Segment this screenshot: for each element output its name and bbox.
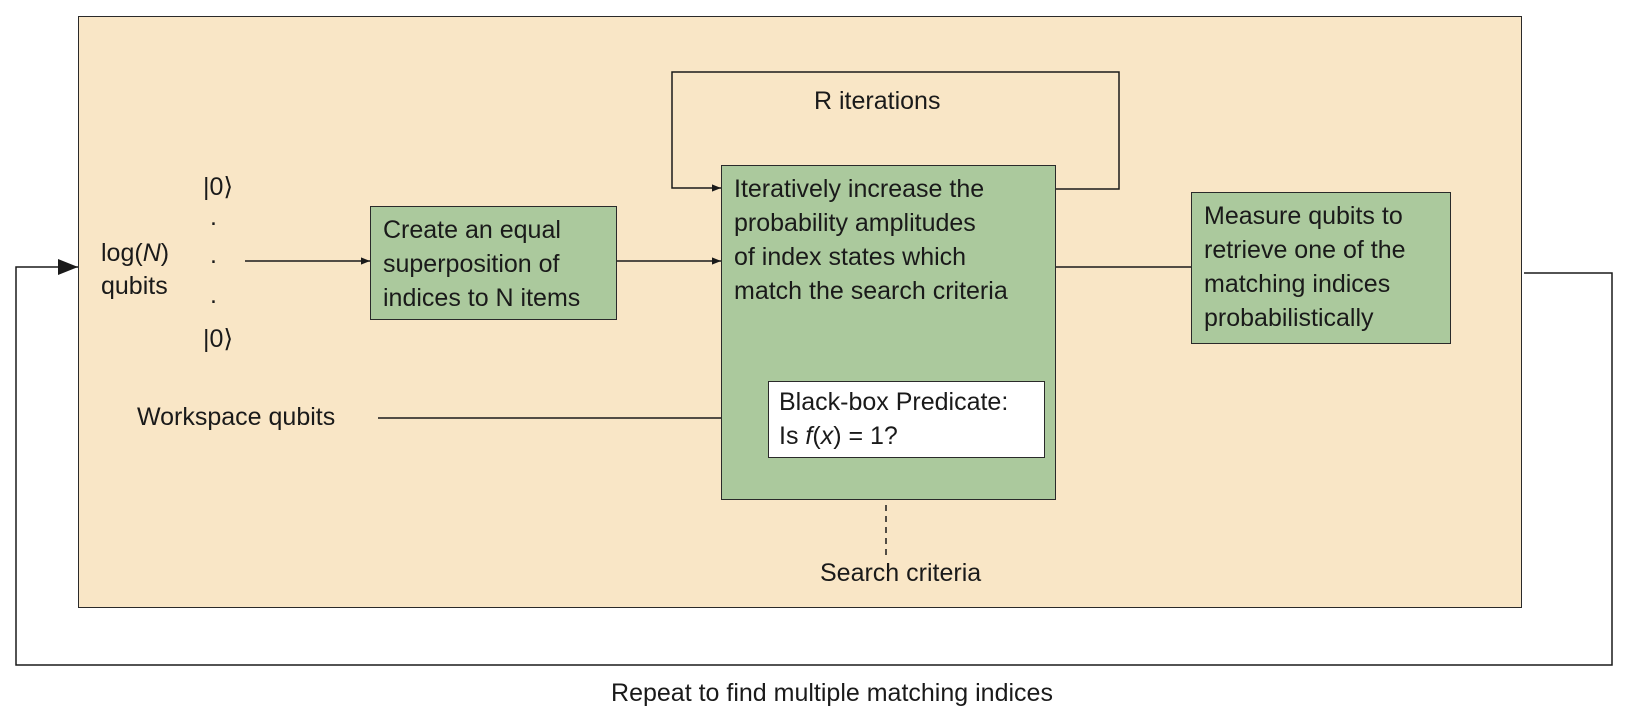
register-dot-3: . [210, 281, 217, 309]
qubits-label: qubits [101, 272, 168, 300]
superposition-line-2: superposition of [383, 250, 560, 278]
ket-zero-top: |0⟩ [203, 173, 234, 201]
log-n-label: log(N) [101, 238, 169, 268]
log-variable: N [142, 239, 161, 267]
predicate-equals: ) = 1? [833, 422, 898, 450]
predicate-is: Is [779, 422, 806, 450]
superposition-box: Create an equal superposition of indices… [370, 206, 617, 320]
superposition-line-3: indices to N items [383, 284, 581, 312]
predicate-f: f [805, 422, 813, 450]
predicate-paren: ( [812, 422, 821, 450]
predicate-line-1: Black-box Predicate: [779, 388, 1009, 416]
r-iterations-label: R iterations [814, 87, 941, 115]
log-suffix: ) [160, 239, 170, 267]
predicate-x: x [820, 422, 834, 450]
workspace-qubits-label: Workspace qubits [137, 403, 336, 431]
amplify-line-1: Iteratively increase the [734, 175, 985, 203]
repeat-label: Repeat to find multiple matching indices [611, 679, 1053, 707]
register-dot-1: . [210, 203, 217, 231]
superposition-line-1: Create an equal [383, 216, 561, 244]
ket-zero-bottom: |0⟩ [203, 325, 234, 353]
repeat-loop-arrow [15, 259, 1613, 666]
predicate-line-2: Is f(x) = 1? [779, 419, 1034, 453]
measure-box: Measure qubits to retrieve one of the ma… [1191, 192, 1451, 344]
amplify-line-3: of index states which [734, 243, 967, 271]
measure-line-1: Measure qubits to [1204, 202, 1403, 230]
amplify-line-2: probability amplitudes [734, 209, 976, 237]
measure-line-3: matching indices [1204, 270, 1391, 298]
measure-line-4: probabilistically [1204, 304, 1374, 332]
black-box-predicate: Black-box Predicate: Is f(x) = 1? [768, 381, 1045, 458]
register-dot-2: . [210, 241, 217, 269]
measure-line-2: retrieve one of the [1204, 236, 1406, 264]
log-prefix: log( [101, 239, 143, 267]
iteration-loop-arrow [671, 71, 1120, 192]
search-criteria-label: Search criteria [820, 559, 982, 587]
amplify-line-4: match the search criteria [734, 277, 1008, 305]
